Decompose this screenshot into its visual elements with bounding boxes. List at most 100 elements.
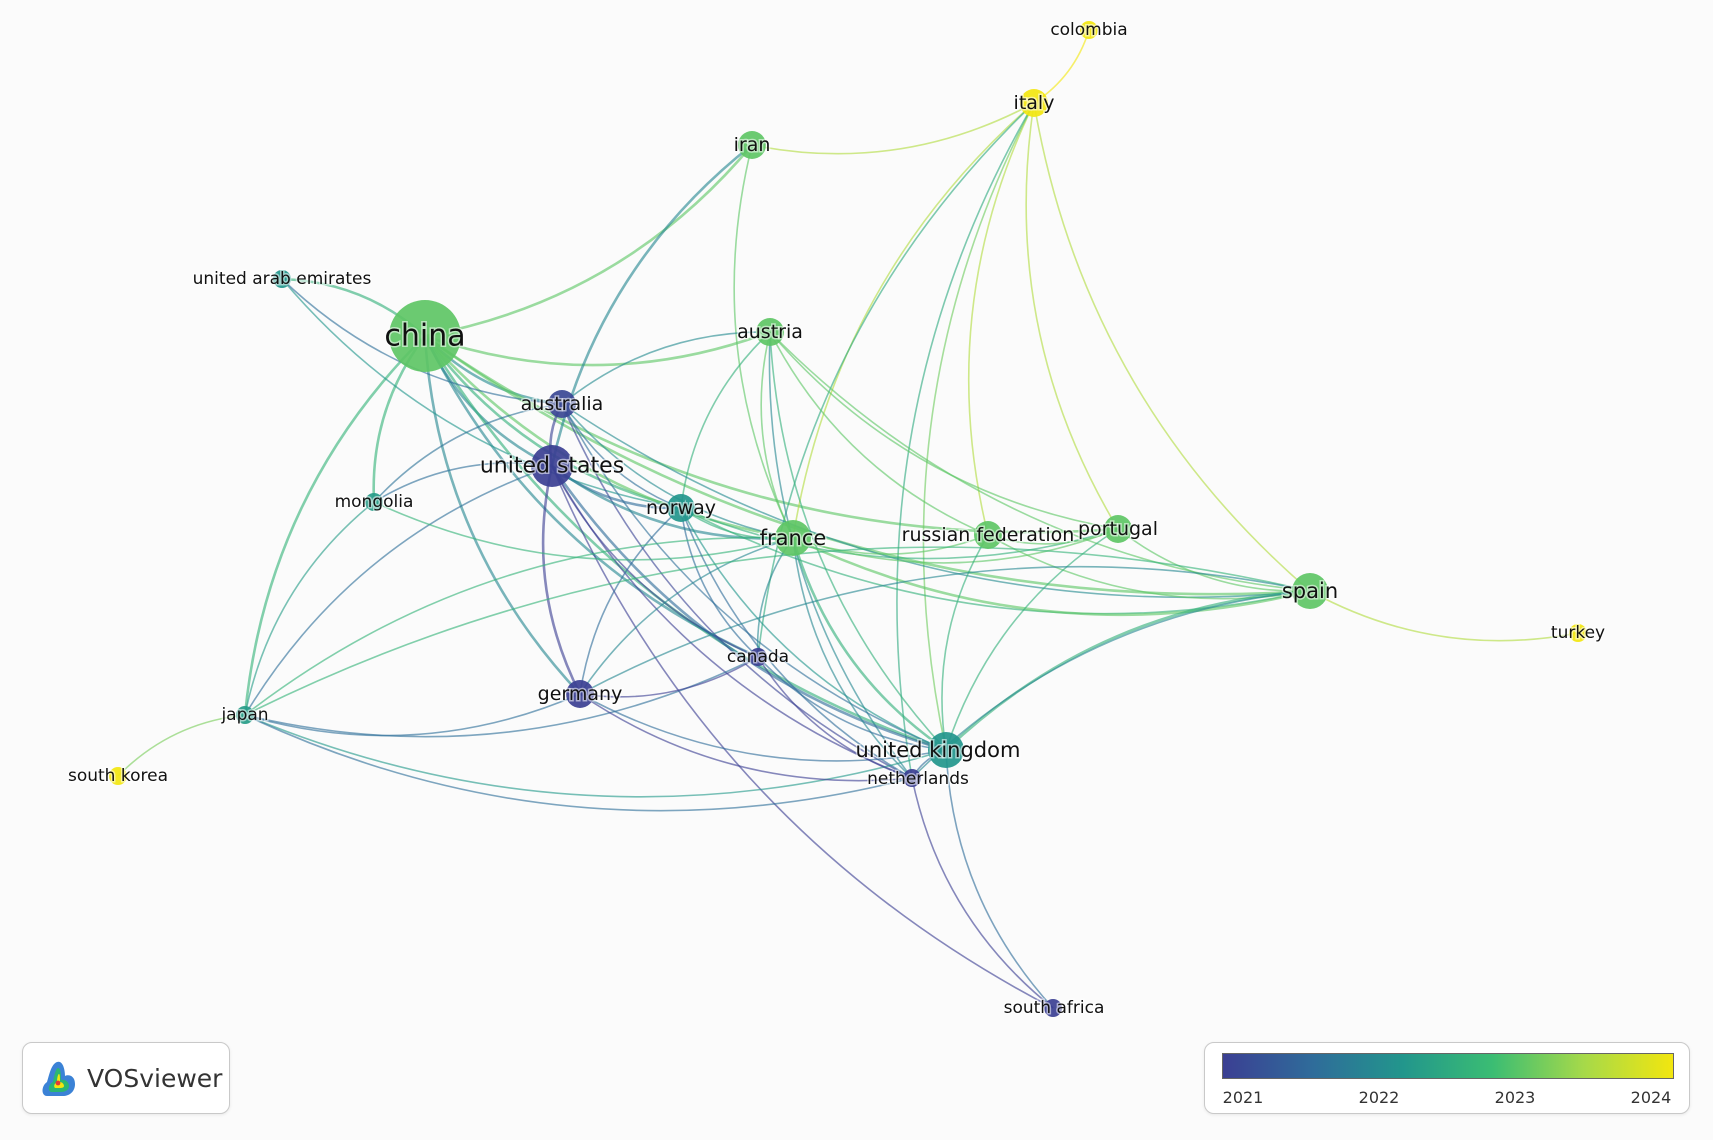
edge-australia-norway: [561, 403, 682, 509]
node-portugal[interactable]: [1104, 515, 1132, 543]
edge-united_states-south_africa: [551, 465, 1054, 1009]
edge-austria-norway: [680, 331, 771, 509]
label-china[interactable]: china: [383, 317, 467, 355]
label-mongolia[interactable]: mongolia: [333, 491, 415, 514]
edge-spain-united_kingdom: [945, 589, 1311, 751]
edge-italy-france: [792, 102, 1035, 539]
label-japan[interactable]: japan: [219, 704, 270, 727]
edge-mongolia-japan: [244, 501, 375, 716]
node-colombia[interactable]: [1080, 21, 1098, 39]
edge-germany-netherlands: [579, 693, 913, 782]
label-austria[interactable]: austria: [736, 320, 805, 345]
edge-china-france: [424, 335, 794, 540]
brand-name: VOSviewer: [87, 1063, 223, 1093]
edge-norway-netherlands: [680, 507, 913, 779]
edge-germany-united_kingdom: [579, 693, 947, 762]
label-south-korea[interactable]: south korea: [66, 765, 169, 788]
node-canada[interactable]: [749, 648, 767, 666]
edge-austria-spain: [769, 331, 1311, 592]
label-portugal[interactable]: portugal: [1077, 517, 1160, 542]
node-italy[interactable]: [1020, 89, 1048, 117]
node-france[interactable]: [775, 520, 811, 556]
label-canada[interactable]: canada: [725, 646, 790, 669]
edge-spain-germany: [579, 565, 1311, 695]
label-norway[interactable]: norway: [645, 496, 718, 521]
edge-france-netherlands: [792, 537, 913, 779]
edge-italy-netherlands: [896, 102, 1035, 779]
edge-japan-united_kingdom: [244, 714, 947, 798]
legend-tick: 2023: [1494, 1088, 1536, 1107]
label-germany[interactable]: germany: [536, 682, 624, 707]
edge-canada-netherlands: [757, 656, 913, 779]
edge-portugal-spain: [1117, 528, 1311, 592]
node-united-states[interactable]: [531, 445, 573, 487]
edge-japan-canada: [244, 656, 759, 738]
edge-japan-south_korea: [117, 714, 246, 777]
label-italy[interactable]: italy: [1012, 91, 1056, 116]
node-south-korea[interactable]: [109, 767, 127, 785]
edge-spain-turkey: [1309, 590, 1579, 642]
label-france[interactable]: france: [758, 525, 828, 552]
node-united-kingdom[interactable]: [928, 732, 964, 768]
edge-japan-netherlands: [244, 714, 913, 812]
edge-spain-japan: [244, 546, 1311, 716]
edge-austria-portugal: [769, 331, 1119, 530]
label-south-africa[interactable]: south africa: [1002, 997, 1106, 1020]
edge-austria-australia: [561, 331, 771, 405]
node-norway[interactable]: [667, 494, 695, 522]
edge-france-spain: [792, 536, 1311, 617]
edge-united_states-japan: [244, 465, 553, 716]
node-united-arab-emirates[interactable]: [273, 270, 291, 288]
edge-united_states-united_kingdom: [550, 465, 947, 752]
node-south-africa[interactable]: [1044, 999, 1062, 1017]
edge-germany-canada: [579, 656, 759, 698]
edge-japan-germany: [244, 693, 581, 737]
edge-united_kingdom-south_africa: [945, 749, 1054, 1009]
node-russian-federation[interactable]: [974, 521, 1002, 549]
label-russian-federation[interactable]: russian federation: [900, 523, 1076, 548]
edge-netherlands-south_africa: [911, 777, 1054, 1009]
edge-united_states-netherlands: [551, 465, 913, 779]
node-mongolia[interactable]: [365, 493, 383, 511]
vosviewer-logo: VOSviewer: [22, 1042, 230, 1114]
edge-australia-france: [561, 403, 794, 539]
edge-france-united_kingdom: [791, 537, 947, 752]
edge-china-norway: [423, 335, 682, 510]
edge-austria-united_kingdom: [769, 331, 947, 751]
node-china[interactable]: [389, 300, 461, 372]
label-united-states[interactable]: united states: [478, 452, 625, 480]
legend-tick: 2022: [1358, 1088, 1400, 1107]
edge-norway-united_kingdom: [680, 507, 947, 751]
node-austria[interactable]: [756, 318, 784, 346]
node-turkey[interactable]: [1569, 624, 1587, 642]
edge-china-germany: [423, 335, 581, 695]
label-layer: china united states australia united arab e…: [66, 19, 1606, 1020]
edge-russian_federation-portugal: [987, 528, 1119, 545]
node-layer: [109, 21, 1587, 1017]
edge-china-iran: [424, 144, 753, 338]
legend-tick: 2024: [1630, 1088, 1672, 1107]
edge-canada-united_kingdom: [757, 656, 947, 751]
label-australia[interactable]: australia: [519, 392, 605, 417]
edge-france-germany: [579, 537, 794, 695]
label-united-arab-emirates[interactable]: united arab emirates: [191, 268, 373, 291]
edge-austria-netherlands: [768, 331, 913, 779]
label-netherlands[interactable]: netherlands: [866, 768, 971, 791]
node-japan[interactable]: [236, 706, 254, 724]
node-australia[interactable]: [548, 390, 576, 418]
node-spain[interactable]: [1292, 573, 1328, 609]
label-colombia[interactable]: colombia: [1049, 19, 1129, 42]
node-netherlands[interactable]: [903, 769, 921, 787]
edge-austria-russian_federation: [769, 331, 989, 536]
label-spain[interactable]: spain: [1280, 578, 1339, 605]
edge-norway-germany: [579, 507, 682, 695]
legend-tick: 2021: [1222, 1088, 1264, 1107]
node-germany[interactable]: [566, 680, 594, 708]
edge-australia-mongolia: [373, 403, 563, 503]
edge-italy-portugal: [1025, 102, 1119, 530]
label-iran[interactable]: iran: [732, 133, 772, 158]
node-iran[interactable]: [738, 131, 766, 159]
label-turkey[interactable]: turkey: [1549, 622, 1606, 645]
label-united-kingdom[interactable]: united kingdom: [854, 737, 1022, 764]
